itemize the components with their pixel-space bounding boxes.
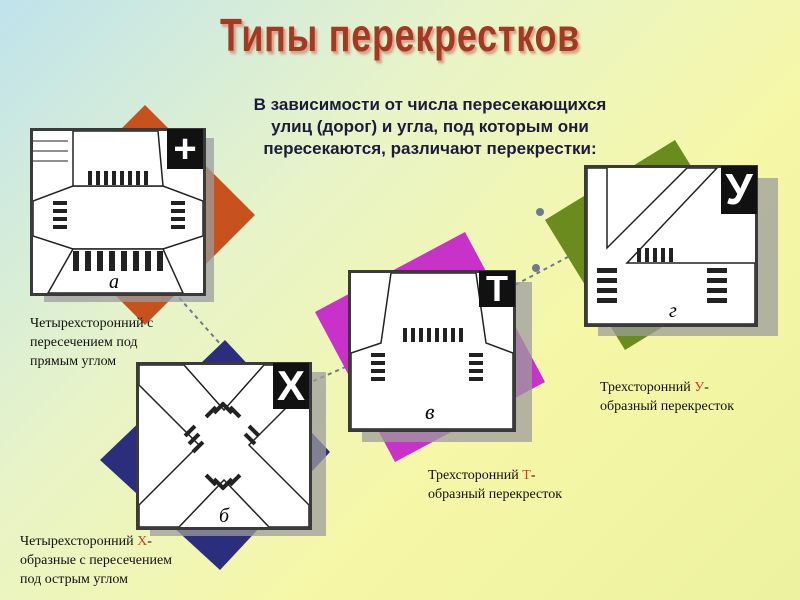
label-x-line-3: под острым углом	[20, 572, 128, 587]
label-plus: Четырехсторонний с пересечением под прям…	[30, 314, 200, 371]
intersection-plus-panel: + а	[30, 128, 206, 296]
label-t: Трехсторонний Т- образный перекресток	[428, 466, 608, 504]
label-plus-line-3: прямым углом	[30, 354, 117, 369]
letter-g: г	[669, 300, 677, 322]
label-x-line-2: образные с пересечением	[20, 553, 173, 568]
label-t-line-1: Трехсторонний Т-	[428, 468, 536, 483]
badge-plus: +	[167, 129, 203, 169]
letter-a: а	[109, 271, 119, 293]
subtitle-line-3: пересекаются, различают перекрестки:	[263, 139, 597, 158]
intersection-x-panel: Х б	[136, 362, 312, 530]
intersection-y-panel: У г	[584, 165, 758, 327]
badge-y: У	[721, 166, 757, 214]
label-x: Четырехсторонний Х- образные с пересечен…	[20, 532, 220, 589]
label-y-line-2: образный перекресток	[600, 399, 734, 414]
intersection-t-panel: Т в	[348, 270, 516, 432]
subtitle: В зависимости от числа пересекающихся ул…	[200, 94, 660, 160]
label-plus-line-2: пересечением под	[30, 335, 138, 350]
letter-b: б	[219, 505, 230, 527]
intersection-x-drawing	[139, 365, 309, 527]
page-title: Типы перекрестков	[220, 9, 580, 61]
intersection-plus-drawing	[33, 131, 203, 293]
intersection-y-drawing	[587, 168, 755, 324]
subtitle-line-1: В зависимости от числа пересекающихся	[253, 95, 607, 114]
letter-v: в	[425, 399, 435, 424]
badge-t: Т	[479, 271, 515, 307]
label-y: Трехсторонний У- образный перекресток	[600, 378, 790, 416]
label-x-line-1: Четырехсторонний Х-	[20, 534, 152, 549]
subtitle-line-2: улиц (дорог) и угла, под которым они	[271, 117, 589, 136]
badge-x: Х	[273, 363, 309, 409]
label-plus-line-1: Четырехсторонний с	[30, 316, 154, 331]
label-y-line-1: Трехсторонний У-	[600, 380, 709, 395]
label-t-line-2: образный перекресток	[428, 487, 562, 502]
